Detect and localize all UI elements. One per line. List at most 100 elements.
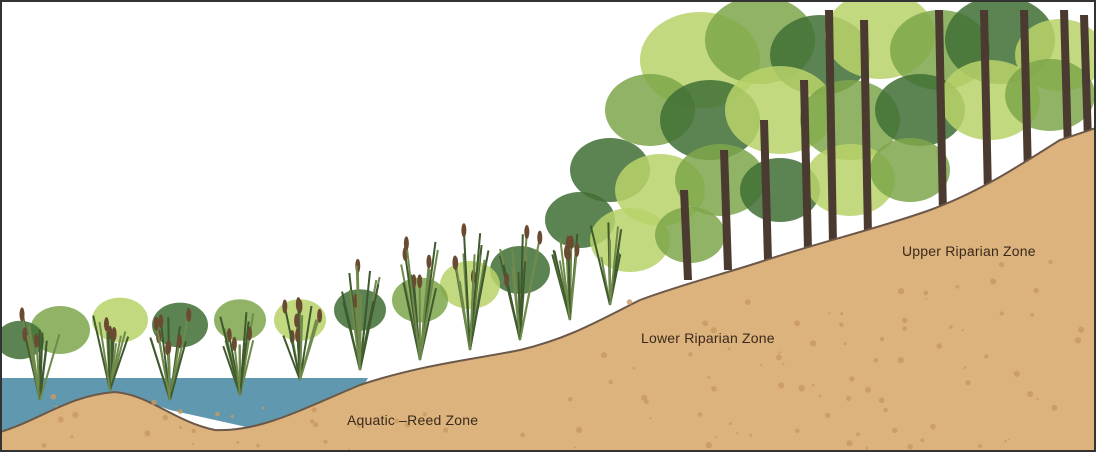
- soil-grain: [984, 354, 988, 358]
- soil-grain: [1008, 438, 1010, 440]
- reed-head: [461, 223, 466, 237]
- soil-grain: [151, 400, 156, 405]
- reed-head: [34, 334, 39, 348]
- soil-grain: [1014, 371, 1020, 377]
- soil-grain: [749, 434, 752, 437]
- soil-grain: [999, 262, 1004, 267]
- reed-head: [158, 314, 163, 328]
- soil-grain: [576, 427, 582, 433]
- soil-grain: [55, 405, 57, 407]
- soil-grain: [601, 352, 607, 358]
- soil-grain: [892, 428, 898, 434]
- soil-grain: [262, 407, 265, 410]
- soil-grain: [1000, 311, 1004, 315]
- soil-grain: [902, 326, 907, 331]
- reed-head: [112, 327, 117, 341]
- soil-grain: [745, 299, 751, 305]
- soil-grain: [192, 429, 196, 433]
- reed-head: [426, 255, 431, 269]
- soil-grain: [574, 446, 576, 448]
- reed-head: [453, 256, 458, 270]
- soil-grain: [865, 447, 868, 450]
- soil-grain: [990, 278, 996, 284]
- soil-grain: [794, 320, 800, 326]
- soil-grain: [902, 318, 907, 323]
- soil-grain: [145, 431, 151, 437]
- soil-grain: [311, 407, 316, 412]
- soil-grain: [812, 384, 815, 387]
- reed-head: [574, 243, 579, 257]
- soil-grain: [880, 337, 884, 341]
- soil-grain: [633, 367, 636, 370]
- soil-grain: [649, 417, 651, 419]
- soil-grain: [163, 415, 169, 421]
- soil-grain: [42, 443, 47, 448]
- soil-grain: [965, 380, 970, 385]
- soil-grain: [707, 376, 710, 379]
- soil-grain: [778, 351, 780, 353]
- reed-head: [417, 274, 422, 288]
- soil-grain: [1036, 398, 1038, 400]
- reed-head: [177, 334, 182, 348]
- reed-head: [154, 317, 159, 331]
- soil-grain: [50, 394, 56, 400]
- soil-grain: [215, 412, 220, 417]
- soil-grain: [711, 386, 716, 391]
- soil-grain: [964, 366, 967, 369]
- soil-grain: [698, 412, 703, 417]
- soil-grain: [898, 357, 904, 363]
- soil-grain: [782, 363, 784, 365]
- reed-head: [566, 236, 571, 250]
- soil-grain: [1027, 391, 1033, 397]
- soil-grain: [323, 440, 327, 444]
- soil-grain: [1078, 327, 1084, 333]
- reed-head: [317, 309, 322, 323]
- soil-grain: [736, 432, 738, 434]
- soil-grain: [192, 443, 194, 445]
- upper-riparian-zone-label: Upper Riparian Zone: [902, 243, 1036, 259]
- reed-head: [166, 340, 171, 354]
- reed-head: [537, 231, 542, 245]
- soil-grain: [1004, 440, 1006, 442]
- soil-grain: [920, 438, 924, 442]
- soil-grain: [847, 440, 853, 446]
- soil-grain: [706, 442, 712, 448]
- reed-head: [22, 327, 27, 341]
- reed-head: [186, 308, 191, 322]
- soil-grain: [256, 444, 260, 448]
- soil-grain: [879, 398, 885, 404]
- soil-grain: [798, 385, 804, 391]
- reed-head: [295, 328, 300, 342]
- soil-grain: [729, 422, 732, 425]
- soil-grain: [714, 436, 716, 438]
- soil-grain: [702, 320, 708, 326]
- soil-grain: [776, 355, 782, 361]
- soil-grain: [883, 408, 887, 412]
- soil-grain: [1051, 405, 1057, 411]
- canopy-blob: [1005, 59, 1095, 131]
- soil-grain: [778, 383, 784, 389]
- soil-grain: [443, 428, 448, 433]
- reed-head: [232, 337, 237, 351]
- soil-grain: [1048, 260, 1052, 264]
- reed-head: [504, 273, 509, 287]
- soil-grain: [70, 435, 73, 438]
- soil-grain: [898, 288, 904, 294]
- soil-grain: [72, 412, 78, 418]
- soil-grain: [795, 429, 799, 433]
- soil-grain: [231, 415, 234, 418]
- soil-grain: [925, 298, 927, 300]
- soil-grain: [1030, 313, 1034, 317]
- soil-grain: [178, 409, 183, 414]
- soil-grain: [609, 380, 613, 384]
- soil-grain: [949, 325, 953, 329]
- reed-head: [524, 225, 529, 239]
- soil-grain: [844, 342, 847, 345]
- soil-grain: [907, 444, 912, 449]
- soil-grain: [962, 329, 964, 331]
- soil-grain: [828, 312, 830, 314]
- reed-head: [296, 297, 301, 311]
- soil-grain: [825, 413, 830, 418]
- soil-grain: [760, 364, 762, 366]
